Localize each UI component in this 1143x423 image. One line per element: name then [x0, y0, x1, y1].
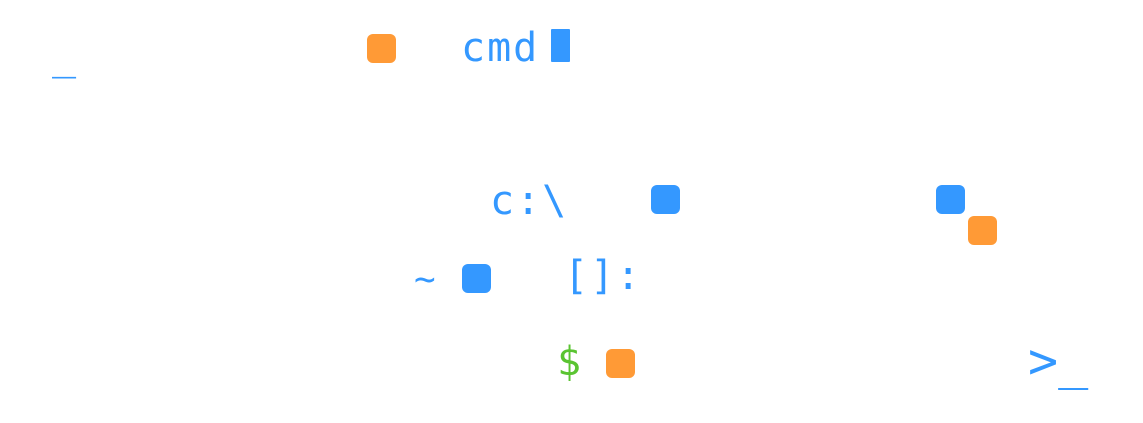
brackets-glyph: []: — [564, 253, 643, 299]
blue-square-icon-2 — [936, 185, 965, 214]
terminal-prompt-icon: >_ — [1028, 332, 1089, 390]
dollar-prompt-glyph: $ — [557, 339, 584, 385]
orange-square-icon-2 — [968, 216, 997, 245]
cmd-label: cmd — [461, 25, 540, 71]
text-cursor-icon — [551, 29, 570, 62]
orange-square-icon-3 — [606, 349, 635, 378]
blue-square-icon-1 — [651, 185, 680, 214]
underscore-glyph: _ — [52, 33, 79, 79]
tilde-glyph: ~ — [414, 259, 438, 300]
drive-prompt-label: c:\ — [490, 178, 569, 224]
orange-square-icon — [367, 34, 396, 63]
blue-square-icon-3 — [462, 264, 491, 293]
